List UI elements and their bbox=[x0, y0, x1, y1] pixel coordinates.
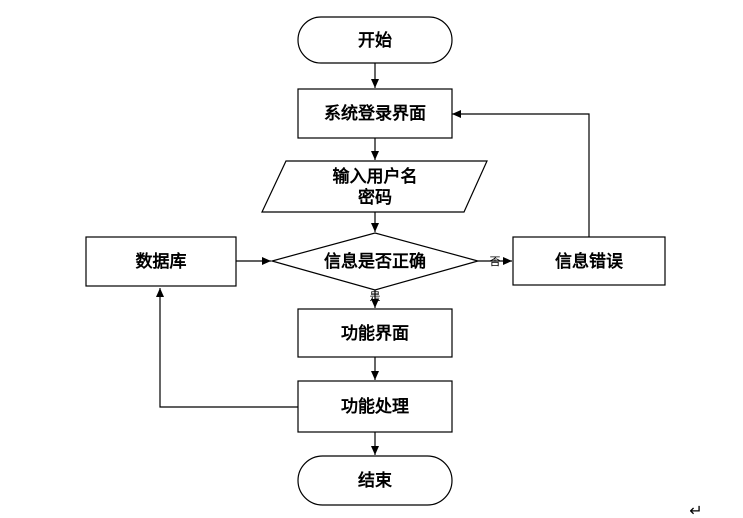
decision-label: 信息是否正确 bbox=[324, 251, 426, 272]
paragraph-mark-icon: ↵ bbox=[689, 501, 702, 518]
input-label-line2: 密码 bbox=[358, 187, 392, 208]
arrow-error-to-login bbox=[452, 110, 590, 237]
arrow-function-proc-to-database bbox=[156, 288, 298, 408]
database-node: 数据库 bbox=[85, 236, 237, 287]
edge-label-no: 否 bbox=[490, 255, 501, 268]
function-proc-label: 功能处理 bbox=[341, 396, 409, 417]
login-label: 系统登录界面 bbox=[324, 103, 426, 124]
function-proc-node: 功能处理 bbox=[297, 380, 453, 433]
function-ui-label: 功能界面 bbox=[341, 323, 409, 344]
start-node: 开始 bbox=[297, 16, 453, 64]
login-node: 系统登录界面 bbox=[297, 88, 453, 139]
function-ui-node: 功能界面 bbox=[297, 308, 453, 358]
input-label-line1: 输入用户名 bbox=[333, 166, 418, 187]
database-label: 数据库 bbox=[136, 251, 187, 272]
connectors bbox=[156, 63, 590, 455]
decision-node: 信息是否正确 bbox=[269, 232, 481, 291]
error-node: 信息错误 bbox=[512, 236, 666, 286]
end-node: 结束 bbox=[297, 455, 453, 506]
input-node: 输入用户名 密码 bbox=[261, 160, 488, 213]
error-label: 信息错误 bbox=[555, 251, 624, 272]
start-label: 开始 bbox=[358, 30, 392, 51]
edge-label-yes: 是 bbox=[370, 290, 381, 303]
end-label: 结束 bbox=[358, 470, 392, 491]
